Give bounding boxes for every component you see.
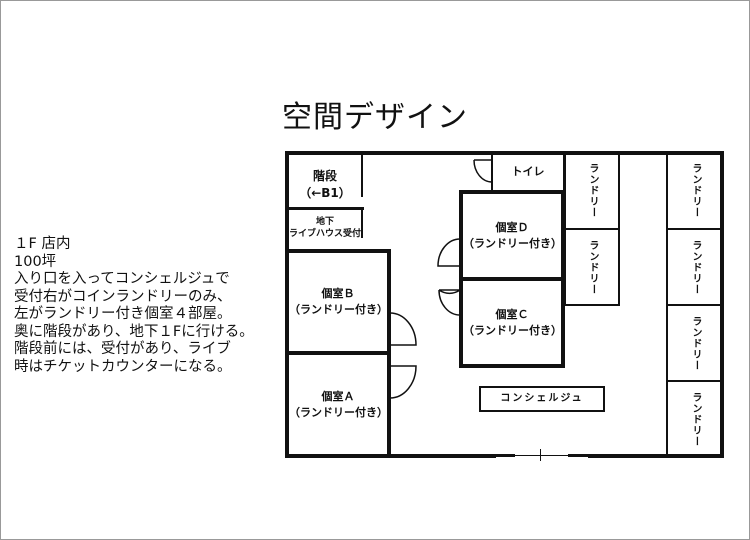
description: １F 店内 100坪 入り口を入ってコンシェルジュで 受付右がコインランドリーの… [14,236,254,376]
laundry-unit: ランドリー [564,228,620,306]
door-toilet [473,159,493,183]
laundry-label: ランドリー [690,315,701,371]
laundry-label: ランドリー [690,391,701,447]
laundry-unit: ランドリー [564,153,620,230]
room-name: 個室Ｃ [495,307,529,321]
laundry-label: ランドリー [587,163,598,218]
laundry-label: ランドリー [587,239,598,295]
reception-wall [361,208,363,238]
entrance-line [496,455,588,456]
entrance-hatch-left [496,454,515,457]
laundry-unit: ランドリー [666,304,722,382]
desc-line: 100坪 [14,253,57,270]
room-sub: （ランドリー付き） [289,303,388,316]
stairs-wall [361,155,363,197]
outer-wall-right [720,151,724,458]
laundry-label: ランドリー [690,239,701,295]
room-a: 個室Ａ （ランドリー付き） [285,351,391,458]
concierge-label: コンシェルジュ [500,393,584,404]
room-b: 個室Ｂ （ランドリー付き） [285,249,391,355]
toilet-label: トイレ [511,164,545,178]
reception-line2: ライブハウス受付 [288,229,361,239]
toilet: トイレ [491,153,565,192]
concierge-desk: コンシェルジュ [479,386,605,412]
room-name: 個室Ａ [321,389,355,403]
door-room-c [438,289,463,316]
entrance-hatch-right [568,454,588,457]
stairs-sub: （←B1） [299,186,351,200]
desc-line: 時はチケットカウンターになる。 [14,358,232,375]
stairs-name: 階段 [312,169,337,183]
laundry-unit: ランドリー [666,380,722,456]
room-name: 個室Ｄ [495,220,529,234]
desc-line: 受付右がコインランドリーのみ、 [14,288,232,305]
desc-line: 階段前には、受付があり、ライブ [14,341,231,357]
room-sub: （ランドリー付き） [463,236,562,250]
room-sub: （ランドリー付き） [463,323,562,337]
stairs-label: 階段 （←B1） [289,168,361,202]
laundry-unit: ランドリー [666,153,722,230]
desc-line: １F 店内 [14,236,71,252]
room-name: 個室Ｂ [321,287,355,300]
room-c: 個室Ｃ （ランドリー付き） [459,277,565,368]
reception-line1: 地下 [315,217,334,227]
laundry-label: ランドリー [690,163,701,218]
stairs-floor-wall [285,207,364,210]
door-room-a [389,365,417,399]
desc-line: 奥に階段があり、地下１Fに行ける。 [14,323,254,340]
outer-wall-top [285,151,724,155]
page-title: 空間デザイン [282,100,468,135]
desc-line: 入り口を入ってコンシェルジュで [14,271,230,287]
room-d: 個室Ｄ （ランドリー付き） [459,190,565,281]
door-room-d [437,238,461,267]
reception-label: 地下 ライブハウス受付 [285,216,365,240]
desc-line: 左がランドリー付き個室４部屋。 [14,306,232,322]
outer-wall-bottom-right [588,454,724,458]
door-room-b [389,312,417,346]
laundry-unit: ランドリー [666,228,722,306]
room-sub: （ランドリー付き） [289,405,388,419]
entrance-center-tick [540,449,541,461]
